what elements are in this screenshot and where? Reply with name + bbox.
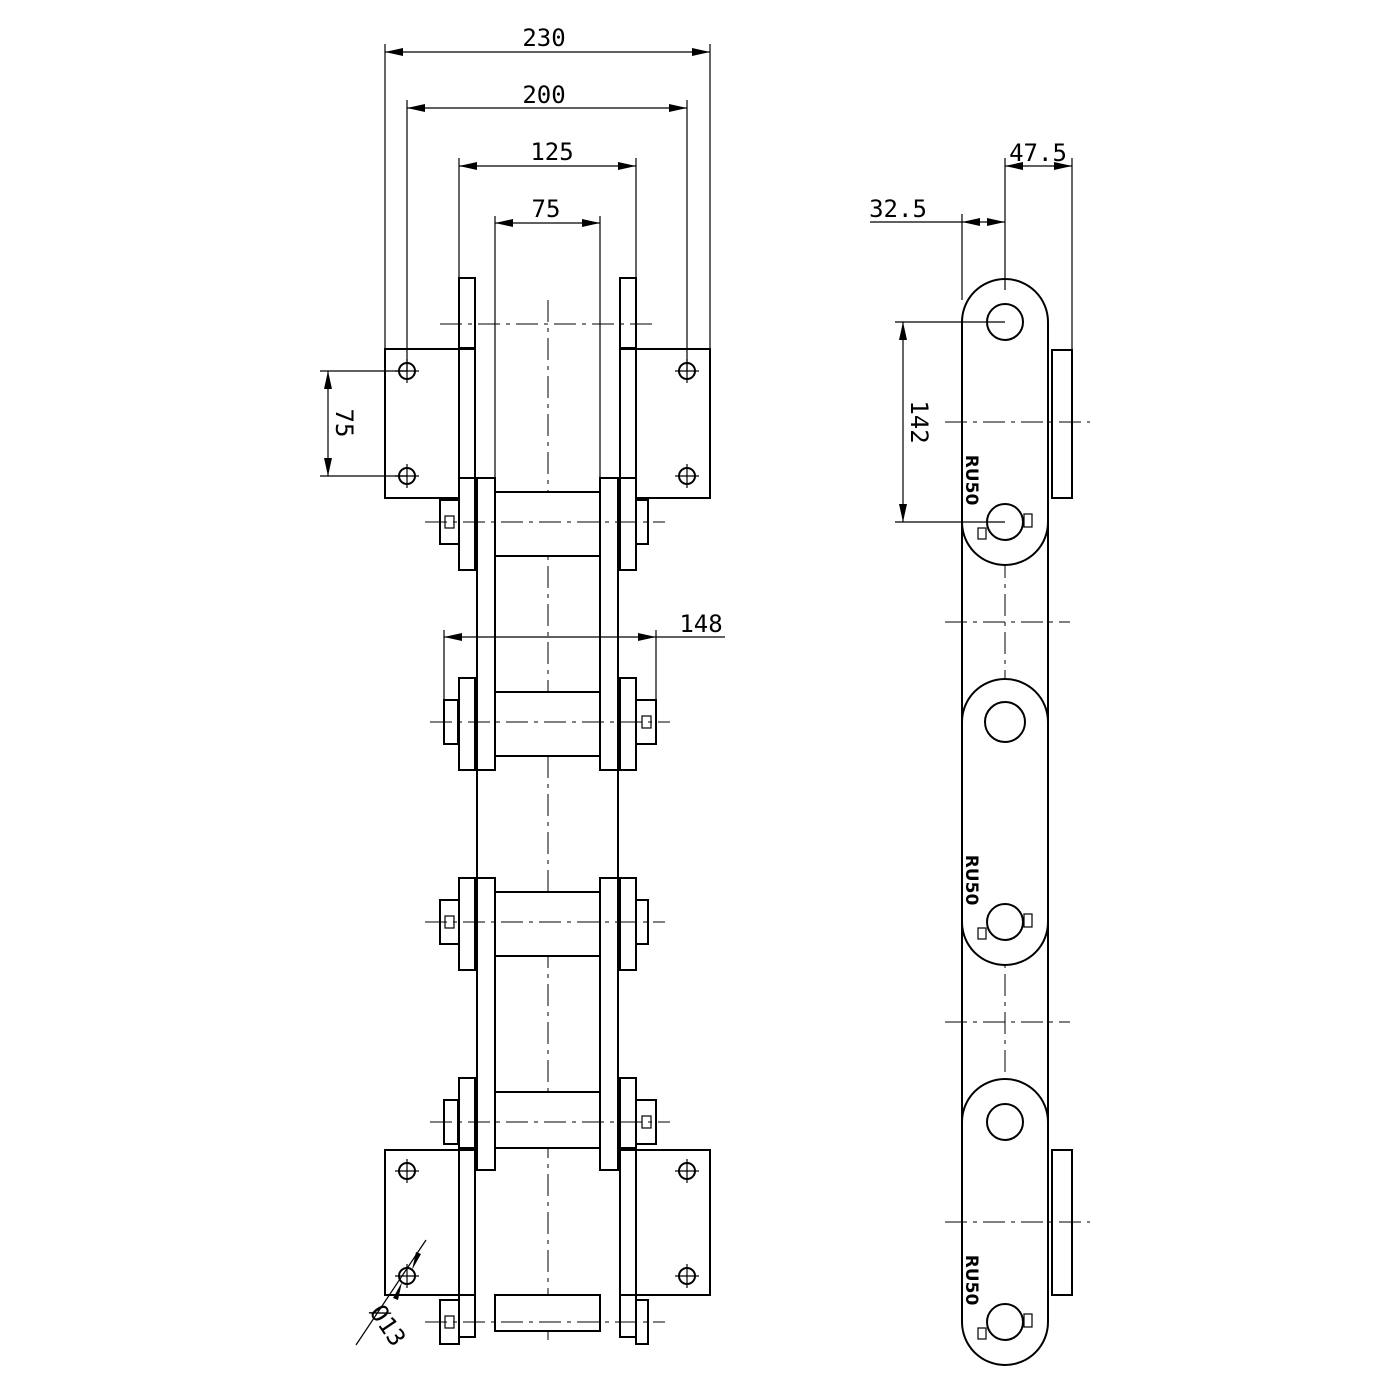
dim-pitch: 142 [895,321,1005,523]
side-attachment-top [1051,349,1073,499]
dim-side-left-offset: 32.5 [869,195,1005,300]
svg-text:32.5: 32.5 [869,195,927,223]
svg-text:75: 75 [330,409,358,438]
plate-marking-2: RU50 [961,855,981,906]
side-link-plate-2 [961,678,1049,966]
svg-text:75: 75 [532,195,561,223]
dim-attachment-vertical: 75 [320,370,407,477]
front-view: 230 200 125 75 [320,24,725,1351]
svg-text:200: 200 [522,81,565,109]
attachment-plate-bottom-right [619,1149,711,1296]
svg-text:230: 230 [522,24,565,52]
dim-side-right-offset: 47.5 [1004,139,1073,350]
svg-text:125: 125 [530,138,573,166]
dim-hole-spacing: 200 [406,81,688,371]
svg-text:47.5: 47.5 [1009,139,1067,167]
svg-text:Ø13: Ø13 [364,1300,411,1352]
plate-marking-1: RU50 [961,455,981,506]
svg-text:148: 148 [679,610,722,638]
dim-overall-width: 230 [384,24,711,349]
dim-link-inner: 75 [494,195,601,478]
dim-pin-length: 148 [443,610,725,700]
dim-link-outer: 125 [458,138,637,278]
svg-text:142: 142 [905,400,933,443]
plate-marking-3: RU50 [961,1255,981,1306]
side-view: RU50 RU50 RU50 47.5 32.5 142 [869,139,1090,1366]
